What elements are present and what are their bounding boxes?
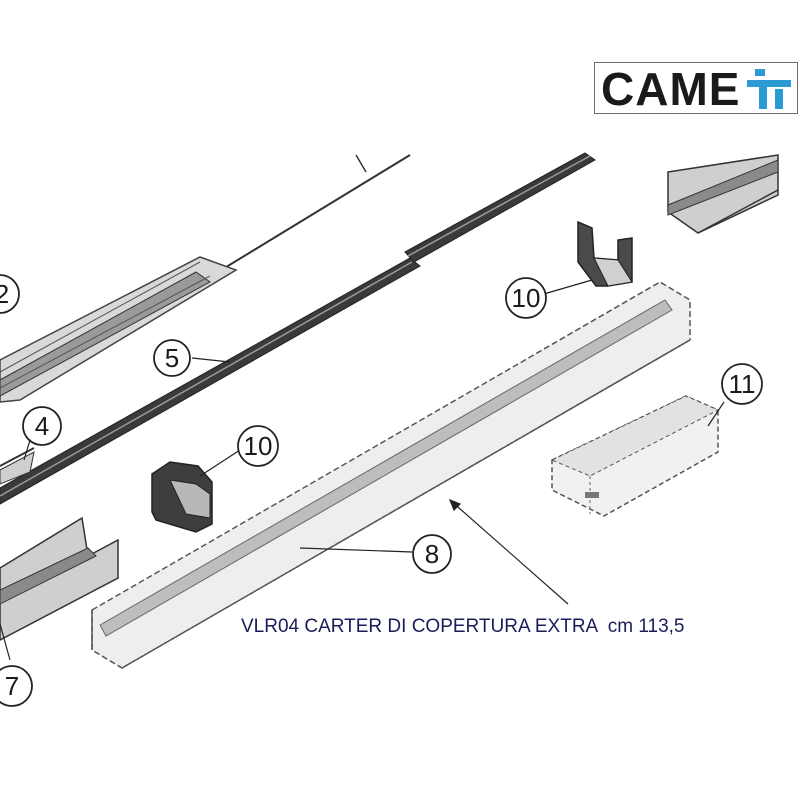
svg-text:11: 11 [729, 369, 756, 399]
svg-text:7: 7 [5, 671, 19, 701]
end-cap-part-10-middle [151, 461, 213, 533]
rail-part-2 [0, 256, 238, 403]
callout-4: 4 [22, 406, 62, 446]
rod-part [217, 154, 411, 273]
svg-text:8: 8 [425, 539, 439, 569]
came-logo: CAME [594, 62, 798, 114]
came-logo-mark-icon [747, 69, 791, 109]
callout-10-middle: 10 [237, 425, 279, 467]
svg-text:10: 10 [244, 431, 273, 461]
svg-text:10: 10 [512, 283, 541, 313]
track-part-5 [0, 152, 596, 505]
end-cap-part-10-top [577, 220, 633, 287]
came-logo-text: CAME [601, 63, 741, 115]
profile-part-7 [0, 516, 119, 641]
callout-7: 7 [0, 665, 33, 707]
svg-text:2: 2 [0, 279, 9, 309]
callout-2: 2 [0, 274, 20, 314]
cover-part-8 [91, 281, 691, 669]
callout-10-top: 10 [505, 277, 547, 319]
part-caption: VLR04 CARTER DI COPERTURA EXTRA cm 113,5 [241, 616, 685, 637]
leader-lines [0, 279, 725, 661]
svg-text:5: 5 [165, 343, 179, 373]
callout-5: 5 [153, 339, 191, 377]
svg-text:4: 4 [35, 411, 49, 441]
box-part-11 [550, 395, 720, 517]
callout-8: 8 [412, 534, 452, 574]
callout-11: 11 [721, 363, 763, 405]
bracket-part-4 [0, 447, 35, 485]
profile-part-top-right [667, 154, 779, 234]
